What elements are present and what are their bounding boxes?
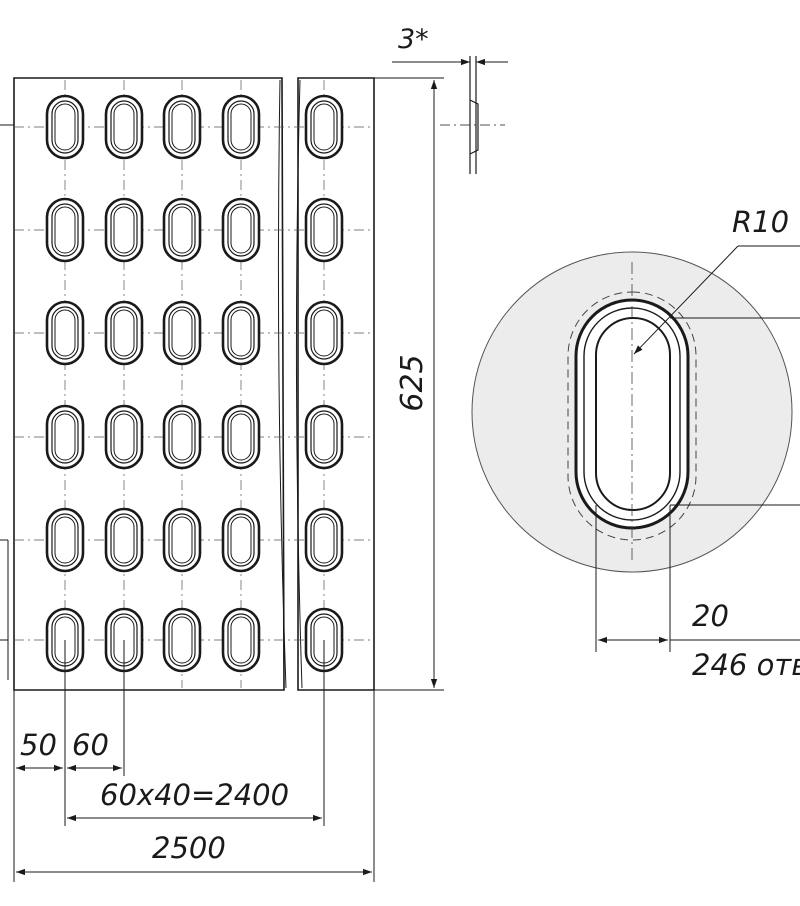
- slot: [221, 507, 261, 573]
- thickness-dimension: 3*: [398, 24, 429, 55]
- slot: [162, 507, 202, 573]
- slot: [45, 404, 85, 470]
- plate-outline: [13, 77, 375, 691]
- slot: [304, 300, 344, 366]
- slot: [104, 94, 144, 160]
- slot-centerlines: [14, 80, 372, 688]
- height-dimension-lines: [374, 77, 444, 691]
- slot-width-dimension: 20: [692, 599, 729, 633]
- slot: [221, 607, 261, 673]
- height-dimension: 625: [395, 354, 430, 411]
- pitch-dimension: 60: [72, 728, 109, 762]
- slot: [304, 507, 344, 573]
- edge-distance-dimension: 50: [20, 728, 57, 762]
- detail-slot-inner: [595, 317, 671, 511]
- slot: [304, 94, 344, 160]
- left-edge-marks: [0, 124, 14, 680]
- holes-count-label: 246 отв: [692, 648, 800, 682]
- slot: [45, 300, 85, 366]
- radius-dimension: R10: [732, 205, 789, 239]
- slot: [221, 300, 261, 366]
- slot: [304, 404, 344, 470]
- slot: [162, 94, 202, 160]
- slot: [45, 94, 85, 160]
- side-section-view: [392, 56, 508, 174]
- slot: [104, 300, 144, 366]
- slot: [104, 197, 144, 263]
- slot-grid: [45, 94, 344, 673]
- bottom-dimension-lines: [13, 640, 375, 882]
- span-dimension: 60x40=2400: [100, 778, 289, 812]
- slot: [162, 300, 202, 366]
- slot: [304, 197, 344, 263]
- slot: [104, 507, 144, 573]
- plate-left-part: [13, 77, 285, 691]
- slot: [162, 607, 202, 673]
- detail-extension-lines: [595, 317, 800, 652]
- length-dimension: 2500: [152, 831, 226, 865]
- slot: [221, 94, 261, 160]
- slot: [104, 404, 144, 470]
- slot: [221, 197, 261, 263]
- plate-break-lines: [277, 79, 303, 689]
- slot: [162, 404, 202, 470]
- slot: [162, 197, 202, 263]
- plate-right-part: [297, 77, 375, 691]
- slot: [45, 507, 85, 573]
- detail-view: [471, 245, 800, 652]
- slot: [221, 404, 261, 470]
- radius-leader: [633, 245, 739, 355]
- slot: [45, 197, 85, 263]
